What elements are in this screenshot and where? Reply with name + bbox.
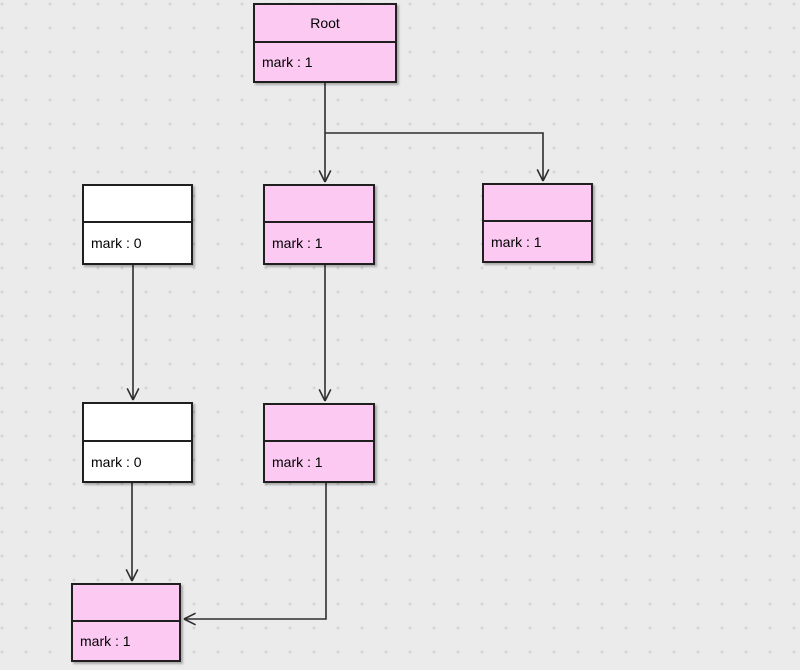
open-arrowhead-icon [542,169,550,182]
node-child-middle[interactable]: mark : 1 [263,184,375,265]
node-title [484,185,591,222]
node-attribute-mark: mark : 1 [262,54,313,70]
open-arrowhead-icon [318,170,326,183]
node-attribute-mark: mark : 0 [91,453,142,470]
open-arrowhead-icon [183,618,196,626]
node-root[interactable]: Root mark : 1 [253,3,397,83]
edge-grandchild-left-to-leaf[interactable] [125,483,139,582]
open-arrowhead-icon [126,388,134,401]
edge-root-to-child-right[interactable] [325,132,550,182]
open-arrowhead-icon [131,569,139,582]
edge-grandchild-middle-to-leaf[interactable] [183,483,327,626]
open-arrowhead-icon [132,388,140,401]
node-attribute-mark: mark : 1 [272,453,323,470]
node-child-left[interactable]: mark : 0 [82,184,193,265]
node-title: Root [255,5,395,43]
node-child-right[interactable]: mark : 1 [482,183,593,263]
node-title [84,404,191,442]
node-grandchild-left[interactable]: mark : 0 [82,402,193,483]
open-arrowhead-icon [324,389,332,402]
edge-root-to-child-middle[interactable] [318,83,332,183]
open-arrowhead-icon [536,169,544,182]
node-title [84,186,191,223]
open-arrowhead-icon [125,569,133,582]
node-leaf-bottom[interactable]: mark : 1 [71,583,181,662]
node-attribute-mark: mark : 0 [91,235,142,251]
node-title [265,405,373,442]
open-arrowhead-icon [183,612,196,620]
open-arrowhead-icon [324,170,332,183]
edge-child-middle-to-grandchild-middle[interactable] [318,265,332,402]
node-title [265,186,373,223]
node-attribute-mark: mark : 1 [80,633,131,649]
node-attribute-mark: mark : 1 [491,233,542,250]
node-grandchild-middle[interactable]: mark : 1 [263,403,375,483]
open-arrowhead-icon [318,389,326,402]
node-title [73,585,179,622]
node-attribute-mark: mark : 1 [272,235,323,251]
edge-child-left-to-grandchild-left[interactable] [126,265,140,401]
